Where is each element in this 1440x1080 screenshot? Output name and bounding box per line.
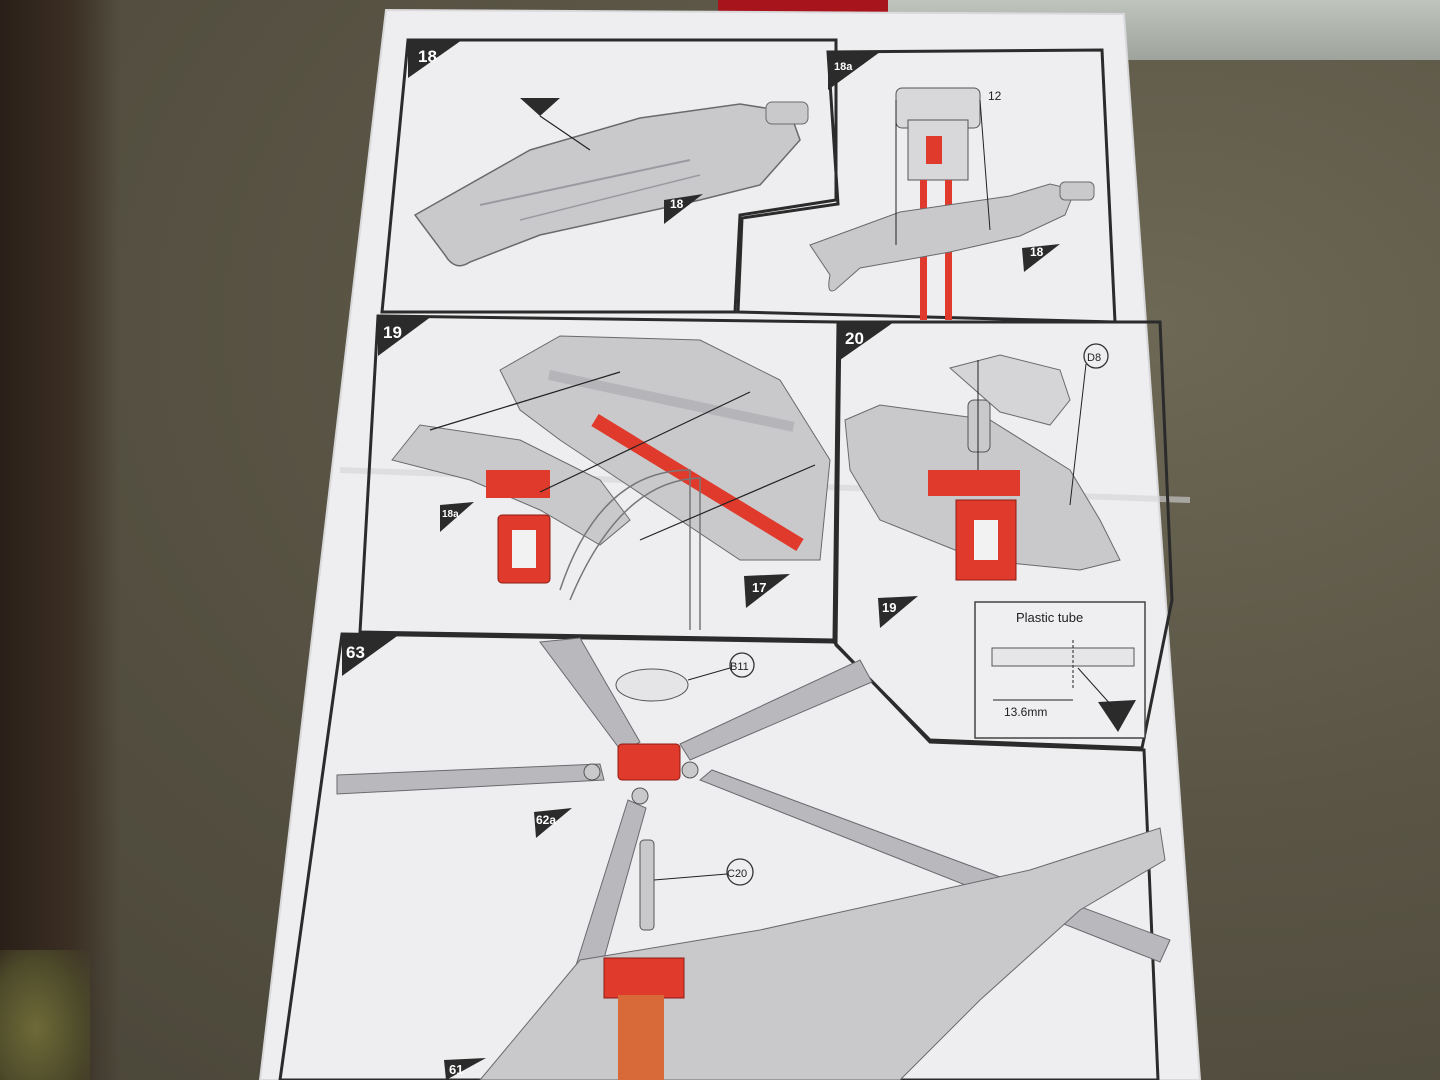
step-number: 18 bbox=[418, 47, 437, 66]
left-dark-edge bbox=[0, 0, 120, 1080]
shaft-part bbox=[639, 839, 655, 931]
part-ref-18: 18 bbox=[670, 197, 684, 211]
part-label-c20: C20 bbox=[727, 868, 747, 880]
step-18-tab bbox=[408, 40, 462, 78]
part-ref-18: 18 bbox=[1030, 245, 1044, 259]
cut-icon bbox=[1098, 700, 1136, 732]
foliage bbox=[0, 950, 90, 1080]
part-ref-62a: 62a bbox=[536, 813, 556, 827]
step-18a-panel: 18a 12 18 bbox=[736, 48, 1117, 324]
detail-measure: 13.6mm bbox=[1004, 705, 1047, 719]
part-ref-tab bbox=[744, 574, 790, 608]
fuselage-part bbox=[413, 101, 809, 267]
part-12-label: 12 bbox=[988, 89, 1002, 103]
part-callout-circle bbox=[1083, 343, 1109, 369]
step-18-panel: 18 18 bbox=[380, 38, 838, 314]
step-63-panel: 63 B11 C20 62a 61 bbox=[278, 632, 1171, 1080]
plastic-tube-detail: Plastic tube 13.6mm bbox=[974, 601, 1146, 739]
part-ref-18a: 18a bbox=[442, 509, 459, 520]
part-callout-circle bbox=[726, 858, 754, 886]
warning-arrow-icon bbox=[520, 98, 560, 116]
part-ref-61: 61 bbox=[449, 1062, 463, 1077]
step-number: 19 bbox=[383, 323, 402, 342]
step-19-panel: 19 18a 17 bbox=[358, 314, 840, 642]
detail-title: Plastic tube bbox=[1016, 610, 1083, 625]
part-label-d8: D8 bbox=[1087, 352, 1101, 364]
step-20-panel: 20 D8 19 Plastic tube 13.6mm bbox=[834, 320, 1174, 750]
part-ref-tab bbox=[878, 596, 918, 628]
part-ref-tab bbox=[664, 194, 703, 224]
part-ref-tab bbox=[440, 502, 474, 532]
step-number: 18a bbox=[834, 61, 853, 73]
cap-part bbox=[615, 668, 689, 702]
part-ref-tab bbox=[444, 1058, 486, 1080]
part-label-b11: B11 bbox=[730, 661, 749, 673]
part-ref-tab bbox=[1022, 244, 1060, 272]
step-18a-tab bbox=[828, 52, 880, 90]
step-number: 63 bbox=[346, 643, 365, 662]
part-callout-circle bbox=[729, 652, 755, 678]
step-63-tab bbox=[342, 634, 400, 676]
step-number: 20 bbox=[845, 329, 864, 348]
rotor-hub bbox=[583, 743, 699, 805]
part-ref-tab bbox=[534, 808, 572, 838]
part-ref-17: 17 bbox=[752, 580, 766, 595]
part-ref-19: 19 bbox=[882, 600, 896, 615]
step-19-tab bbox=[378, 316, 432, 356]
step-20-tab bbox=[840, 322, 894, 360]
